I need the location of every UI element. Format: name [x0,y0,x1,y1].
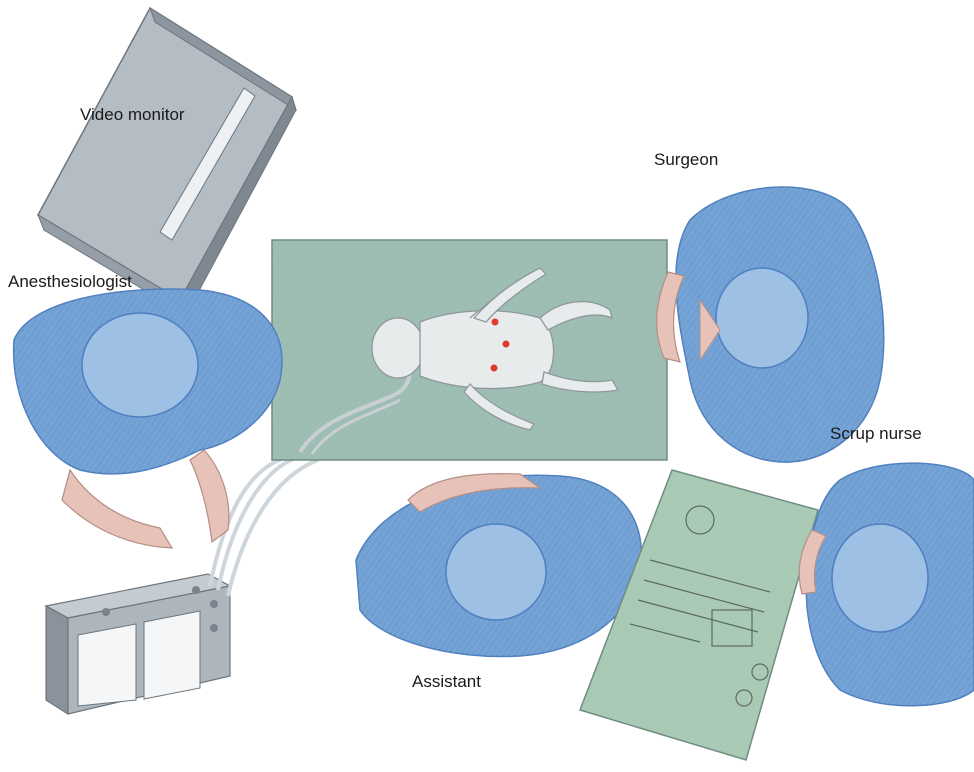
monitor-cart-icon [46,574,230,714]
assistant-label: Assistant [412,672,481,692]
scrub-nurse-label: Scrup nurse [830,424,922,444]
anesthesiologist-figure [14,289,282,548]
scrub-nurse-figure [799,463,974,706]
video-monitor-label: Video monitor [80,105,185,125]
surgeon-figure [657,187,884,462]
anesthesiologist-label: Anesthesiologist [8,272,132,292]
surgeon-label: Surgeon [654,150,718,170]
assistant-figure [356,474,641,657]
video-monitor-icon [38,8,296,315]
